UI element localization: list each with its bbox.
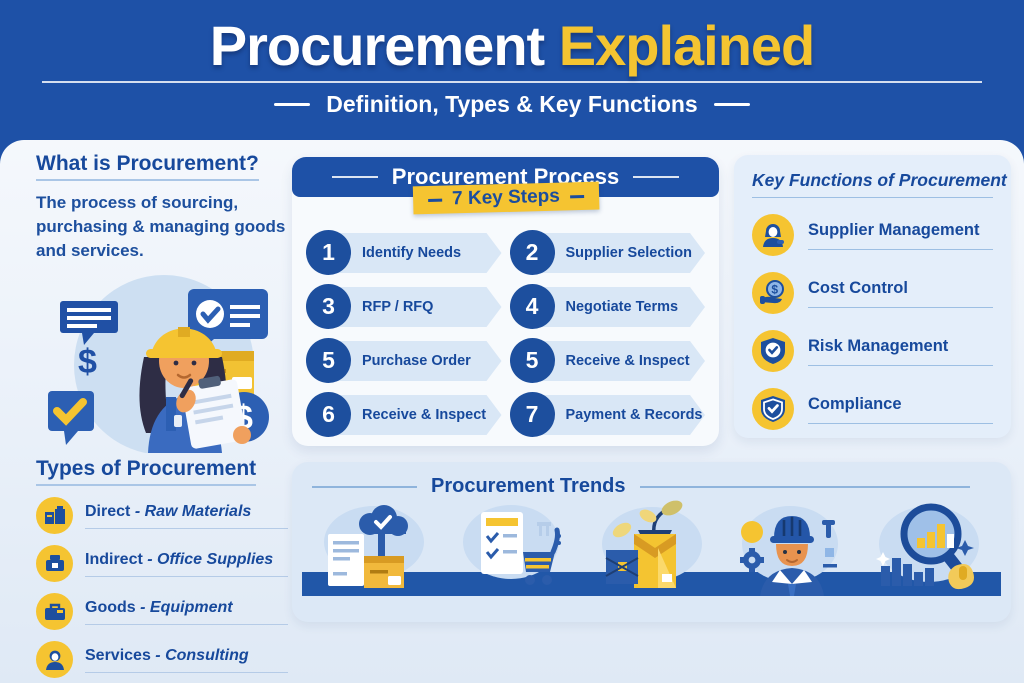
trends-title-row: Procurement Trends [292,475,1011,498]
step-label: Receive & Inspect [362,407,487,423]
worker-gear-icon [740,506,839,596]
magnifier-chart-icon [876,503,979,590]
person-icon [36,641,73,679]
sustainable-box-plant-icon [601,500,702,588]
type-label: Goods [85,598,136,616]
process-step-5: 5 Purchase Order [306,338,502,383]
page-title: Procurement Explained [0,13,1024,78]
step-number-badge: 3 [306,284,351,329]
shield-check-icon [752,330,794,372]
function-row-risk-management: Risk Management [752,330,993,372]
page-title-accent: Explained [558,14,816,77]
hand-dollar-icon: $ [752,272,794,314]
function-label: Compliance [808,395,993,424]
step-number-badge: 7 [509,392,555,437]
header-banner: Procurement Explained Definition, Types … [0,0,1024,140]
subtitle-row: Definition, Types & Key Functions [0,91,1024,118]
process-step-3: 3 RFP / RFQ [306,284,502,329]
type-label: Indirect [85,550,143,568]
key-steps-badge: 7 Key Steps [451,185,560,210]
trends-icon-row [314,500,989,596]
header-divider-line [42,81,982,83]
supplier-avatar-icon [752,214,794,256]
step-number-badge: 2 [509,230,555,275]
function-label: Cost Control [808,279,993,308]
type-detail: - Equipment [140,598,233,616]
type-row-direct: Direct - Raw Materials [36,497,288,535]
step-label: Identify Needs [362,245,462,261]
step-label: Payment & Records [565,407,703,423]
ribbon-dash-right [569,194,584,198]
what-is-procurement-section: What is Procurement? The process of sour… [36,152,288,679]
what-heading: What is Procurement? [36,152,259,181]
process-step-1: 1 Identify Needs [306,230,502,275]
page-subtitle: Definition, Types & Key Functions [326,91,698,117]
step-label: Negotiate Terms [565,299,679,315]
header-dash-left [331,176,378,178]
function-row-supplier-management: Supplier Management [752,214,993,256]
process-header-bar: Procurement Process [292,157,719,197]
gear-icon [740,548,765,572]
step-number-badge: 1 [306,230,351,275]
type-detail: - Consulting [155,646,249,664]
speech-bubble-icon [60,301,118,346]
type-row-goods: Goods - Equipment [36,593,288,631]
ribbon-dash-left [427,198,442,202]
toolbox-icon [36,593,73,631]
process-step-2: 2 Supplier Selection [509,230,706,275]
printer-icon [36,545,73,583]
process-step-7: 6 Receive & Inspect [306,392,502,437]
header-dash-right [633,176,680,178]
shield-check-badge-icon [752,388,794,430]
functions-heading: Key Functions of Procurement [752,170,1007,198]
worker-person [139,327,251,454]
function-label: Risk Management [808,337,993,366]
svg-text:$: $ [771,283,778,297]
function-row-compliance: Compliance [752,388,993,430]
type-label: Services [85,646,151,664]
types-of-procurement-section: Types of Procurement Direct - Raw Materi… [36,453,288,679]
trends-heading: Procurement Trends [431,475,626,497]
type-detail: - Office Supplies [147,550,274,568]
trends-dash-right [639,485,970,488]
page-title-primary: Procurement [209,14,545,77]
type-row-services: Services - Consulting [36,641,288,679]
step-label: Supplier Selection [565,245,693,261]
type-label: Direct [85,502,131,520]
type-row-indirect: Indirect - Office Supplies [36,545,288,583]
trends-dash-left [312,485,417,488]
step-label: Receive & Inspect [565,353,690,369]
step-number-badge: 6 [306,392,351,437]
yellow-check-tile-icon [48,391,94,446]
step-number-badge: 5 [509,338,555,383]
what-body-text: The process of sourcing, purchasing & ma… [36,193,286,261]
steps-grid: 1 Identify Needs 2 Supplier Selection 3 … [292,197,719,437]
process-step-8: 7 Payment & Records [509,392,706,437]
key-functions-panel: Key Functions of Procurement Supplier Ma… [734,155,1011,438]
step-label: Purchase Order [362,353,471,369]
types-heading: Types of Procurement [36,457,257,487]
subtitle-dash-left [274,103,311,106]
process-step-4: 4 Negotiate Terms [509,284,706,329]
documents-cloud-check-icon [324,505,424,588]
step-number-badge: 5 [306,338,351,383]
procurement-process-panel: Procurement Process 7 Key Steps 1 Identi… [292,157,719,446]
boxes-icon [36,497,73,535]
type-detail: - Raw Materials [134,502,252,520]
function-label: Supplier Management [808,221,993,250]
key-steps-ribbon: 7 Key Steps [412,181,599,215]
step-label: RFP / RFQ [362,299,434,315]
process-step-6: 5 Receive & Inspect [509,338,706,383]
checklist-cart-icon [462,505,561,585]
worker-with-clipboard-illustration: $ [48,275,269,454]
subtitle-dash-right [713,103,750,106]
dollar-sign-icon: $ [78,343,97,381]
step-number-badge: 4 [509,284,555,329]
procurement-trends-panel: Procurement Trends [292,462,1011,622]
function-row-cost-control: $ Cost Control [752,272,993,314]
